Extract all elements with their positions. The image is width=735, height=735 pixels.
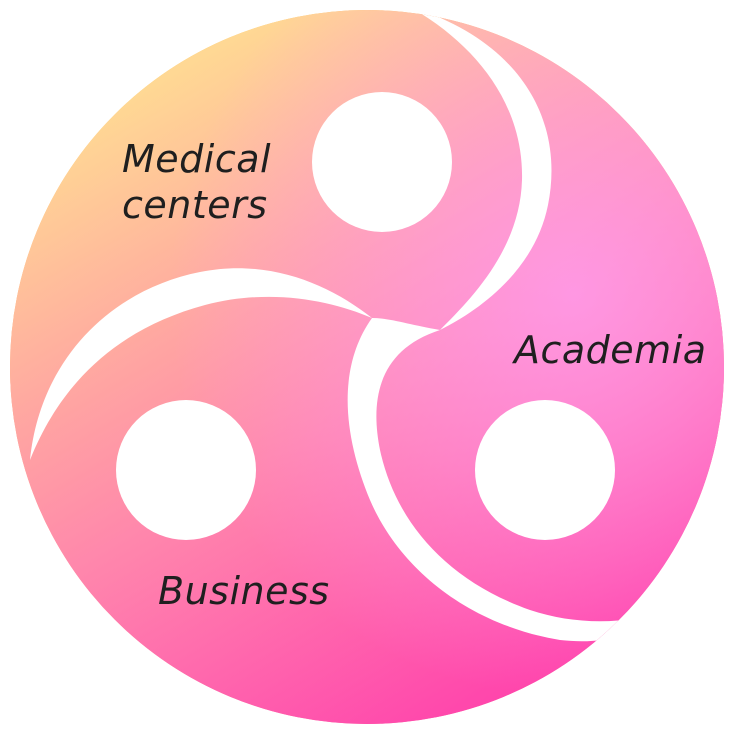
hole-business bbox=[116, 400, 256, 540]
label-medical-line-1: Medical bbox=[122, 137, 271, 181]
hole-medical bbox=[312, 92, 452, 232]
label-academia: Academia bbox=[511, 328, 707, 372]
label-business: Business bbox=[158, 569, 330, 613]
divider-bottom bbox=[347, 318, 670, 642]
label-academia-line-1: Academia bbox=[511, 328, 707, 372]
hole-academia bbox=[475, 400, 615, 540]
divider-top-right bbox=[408, 10, 552, 330]
divider-left bbox=[30, 268, 372, 460]
label-business-line-1: Business bbox=[158, 569, 330, 613]
label-medical-centers: Medical centers bbox=[122, 137, 284, 227]
label-medical-line-2: centers bbox=[122, 183, 268, 227]
